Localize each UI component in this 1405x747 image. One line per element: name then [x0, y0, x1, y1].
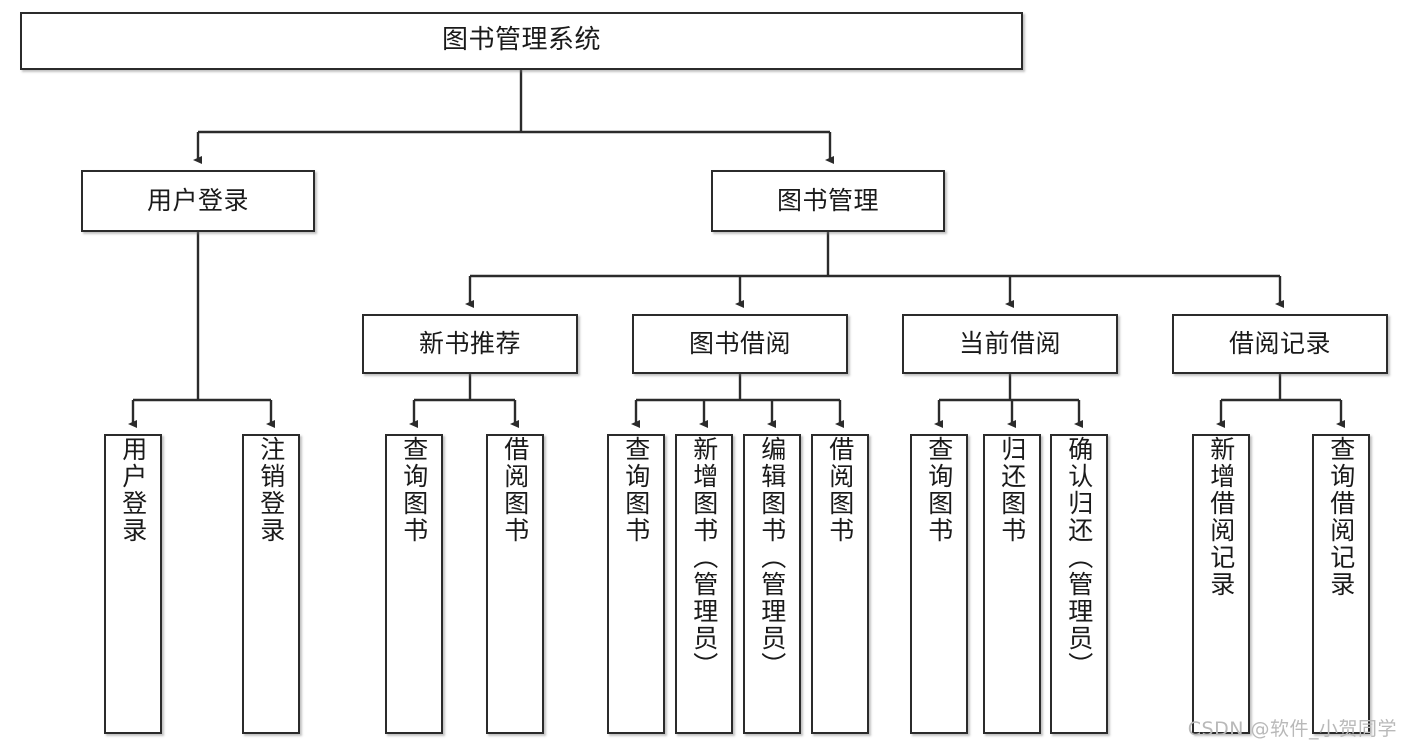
node-leaf-query-borrow-record[interactable]: 查询借阅记录	[1312, 434, 1370, 734]
node-book-borrow[interactable]: 图书借阅	[632, 314, 848, 374]
csdn-watermark: CSDN @软件_小贺同学	[1187, 718, 1397, 740]
node-root[interactable]: 图书管理系统	[20, 12, 1023, 70]
node-leaf-return-book[interactable]: 归还图书	[983, 434, 1041, 734]
node-leaf-edit-book-admin-label: 编辑图书（管理员）	[757, 436, 787, 679]
node-new-book-recommend[interactable]: 新书推荐	[362, 314, 578, 374]
node-leaf-borrow-book[interactable]: 借阅图书	[811, 434, 869, 734]
node-current-borrow[interactable]: 当前借阅	[902, 314, 1118, 374]
node-book-borrow-label: 图书借阅	[688, 329, 791, 358]
node-leaf-user-login[interactable]: 用户登录	[104, 434, 162, 734]
node-leaf-query-borrow-record-label: 查询借阅记录	[1326, 436, 1356, 598]
node-leaf-query-book-recommend-label: 查询图书	[399, 436, 429, 544]
node-current-borrow-label: 当前借阅	[958, 329, 1061, 358]
node-user-login[interactable]: 用户登录	[81, 170, 315, 232]
node-leaf-borrow-book-label: 借阅图书	[825, 436, 855, 544]
node-leaf-borrow-book-recommend-label: 借阅图书	[500, 436, 530, 544]
node-leaf-add-borrow-record[interactable]: 新增借阅记录	[1192, 434, 1250, 734]
node-leaf-logout-label: 注销登录	[256, 436, 286, 544]
node-leaf-user-login-label: 用户登录	[118, 436, 148, 544]
node-leaf-return-book-label: 归还图书	[997, 436, 1027, 544]
node-leaf-query-book-current[interactable]: 查询图书	[910, 434, 968, 734]
node-borrow-records[interactable]: 借阅记录	[1172, 314, 1388, 374]
node-root-label: 图书管理系统	[441, 25, 601, 56]
node-leaf-confirm-return-admin-label: 确认归还（管理员）	[1064, 436, 1094, 679]
node-leaf-borrow-book-recommend[interactable]: 借阅图书	[486, 434, 544, 734]
node-leaf-confirm-return-admin[interactable]: 确认归还（管理员）	[1050, 434, 1108, 734]
node-leaf-add-book-admin-label: 新增图书（管理员）	[689, 436, 719, 679]
node-leaf-add-book-admin[interactable]: 新增图书（管理员）	[675, 434, 733, 734]
node-leaf-edit-book-admin[interactable]: 编辑图书（管理员）	[743, 434, 801, 734]
node-leaf-add-borrow-record-label: 新增借阅记录	[1206, 436, 1236, 598]
node-leaf-query-book-current-label: 查询图书	[924, 436, 954, 544]
node-leaf-query-book-borrow[interactable]: 查询图书	[607, 434, 665, 734]
node-leaf-query-book-borrow-label: 查询图书	[621, 436, 651, 544]
node-leaf-logout[interactable]: 注销登录	[242, 434, 300, 734]
node-borrow-records-label: 借阅记录	[1228, 329, 1331, 358]
node-book-management-label: 图书管理	[776, 186, 879, 215]
node-book-management[interactable]: 图书管理	[711, 170, 945, 232]
node-user-login-label: 用户登录	[146, 186, 249, 215]
node-leaf-query-book-recommend[interactable]: 查询图书	[385, 434, 443, 734]
node-new-book-recommend-label: 新书推荐	[418, 329, 521, 358]
